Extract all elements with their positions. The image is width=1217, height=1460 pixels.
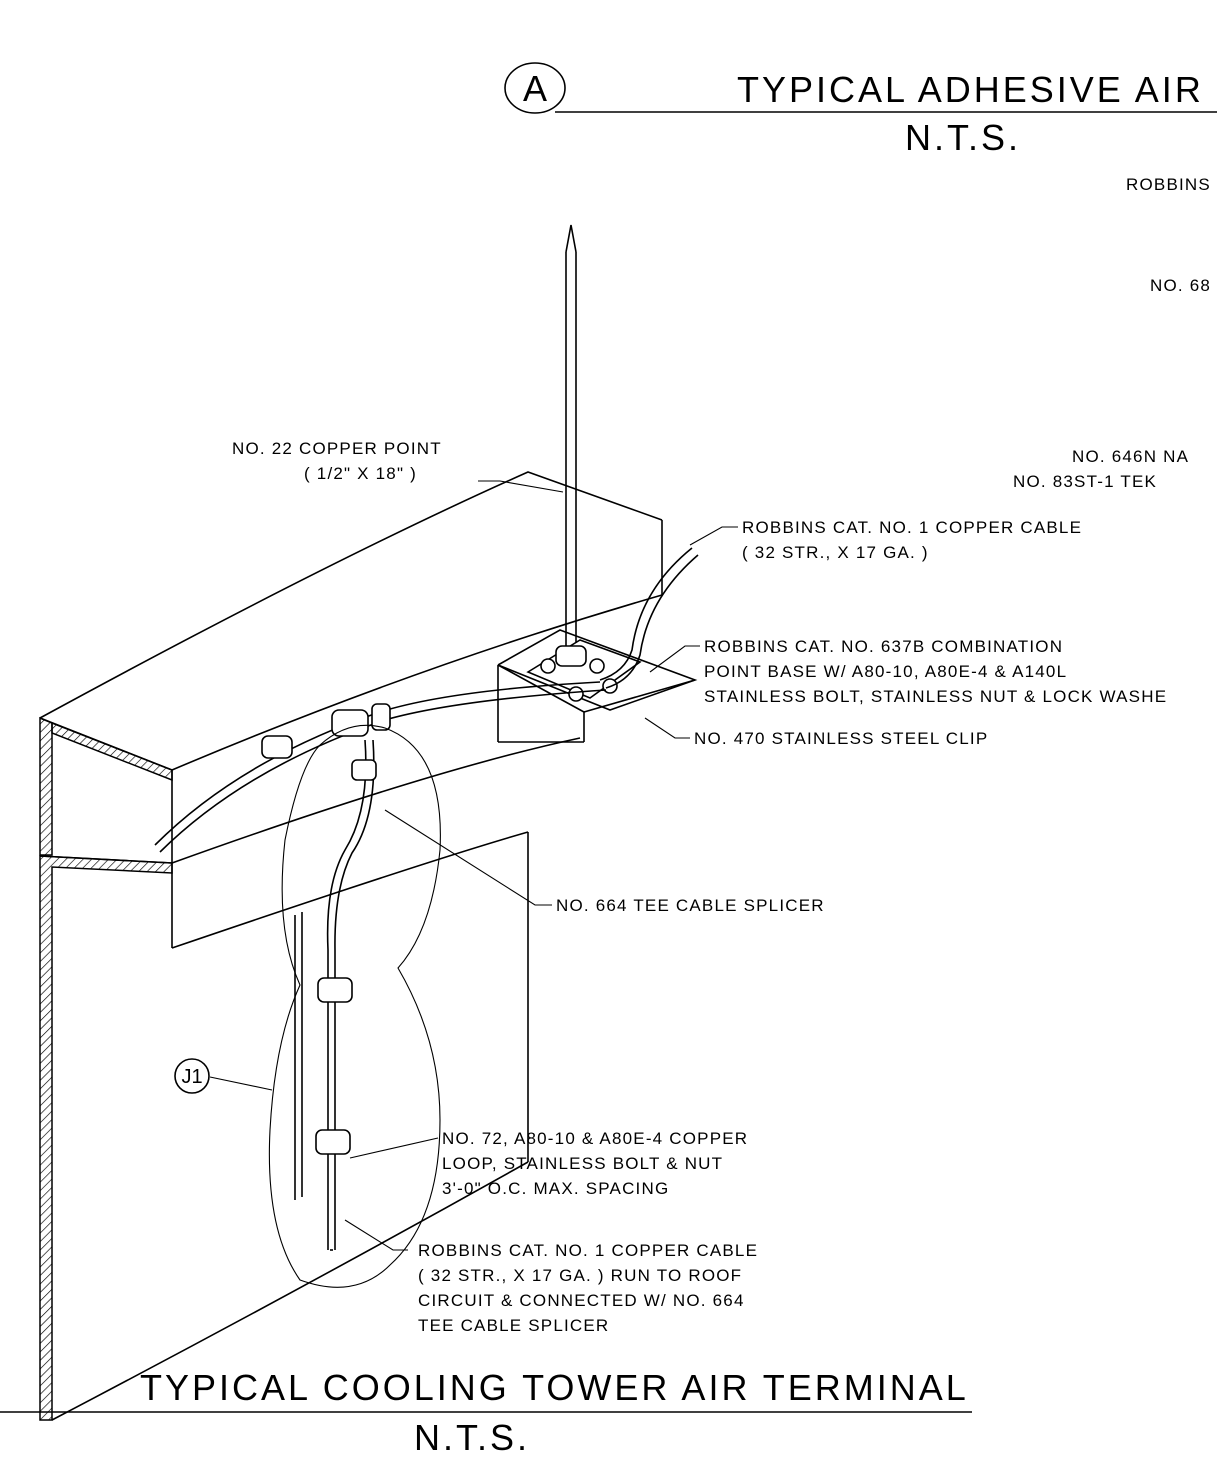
main-title: TYPICAL COOLING TOWER AIR TERMINAL [140,1367,969,1408]
label-copper-loop-1: NO. 72, A80-10 & A80E-4 COPPER [442,1129,748,1148]
detail-a-scale: N.T.S. [905,117,1021,158]
label-copper-cable-top-2: ( 32 STR., X 17 GA. ) [742,543,929,562]
annotation-labels: NO. 22 COPPER POINT ( 1/2" X 18" ) ROBBI… [232,439,1167,1335]
copper-point [565,224,577,650]
label-copper-loop-2: LOOP, STAINLESS BOLT & NUT [442,1154,723,1173]
leader-lines [209,480,738,1251]
detail-a-title: TYPICAL ADHESIVE AIR [737,69,1204,110]
label-copper-point-1: NO. 22 COPPER POINT [232,439,442,458]
label-copper-cable-bottom-4: TEE CABLE SPLICER [418,1316,609,1335]
cooling-tower-structure [39,471,698,1421]
detail-a-tag-circle [504,62,566,114]
detail-a-note-4: NO. 83ST-1 TEK [1013,472,1157,491]
point-base-assembly [526,639,642,702]
label-copper-cable-bottom-3: CIRCUIT & CONNECTED W/ NO. 664 [418,1291,745,1310]
j1-tag-label: J1 [181,1066,202,1088]
j1-callout-tag: J1 [174,1058,210,1094]
cable-hardware [261,703,391,1155]
detail-a-note-3: NO. 646N NA [1072,447,1189,466]
label-point-base-2: POINT BASE W/ A80-10, A80E-4 & A140L [704,662,1067,681]
main-title-block: TYPICAL COOLING TOWER AIR TERMINAL N.T.S… [0,1367,972,1458]
label-copper-cable-bottom-1: ROBBINS CAT. NO. 1 COPPER CABLE [418,1241,758,1260]
detail-a-tag: A [523,68,547,109]
label-point-base-1: ROBBINS CAT. NO. 637B COMBINATION [704,637,1063,656]
detail-a-note-2: NO. 68 [1150,276,1211,295]
main-scale: N.T.S. [414,1417,530,1458]
label-steel-clip: NO. 470 STAINLESS STEEL CLIP [694,729,988,748]
label-copper-cable-top-1: ROBBINS CAT. NO. 1 COPPER CABLE [742,518,1082,537]
label-copper-point-2: ( 1/2" X 18" ) [304,464,417,483]
label-copper-cable-bottom-2: ( 32 STR., X 17 GA. ) RUN TO ROOF [418,1266,742,1285]
detail-a-note-1: ROBBINS [1126,175,1211,194]
label-point-base-3: STAINLESS BOLT, STAINLESS NUT & LOCK WAS… [704,687,1167,706]
detail-a-header: A TYPICAL ADHESIVE AIR N.T.S. ROBBINS NO… [504,62,1217,491]
label-tee-splicer: NO. 664 TEE CABLE SPLICER [556,896,825,915]
label-copper-loop-3: 3'-0" O.C. MAX. SPACING [442,1179,669,1198]
j1-callout-outline [268,724,441,1288]
